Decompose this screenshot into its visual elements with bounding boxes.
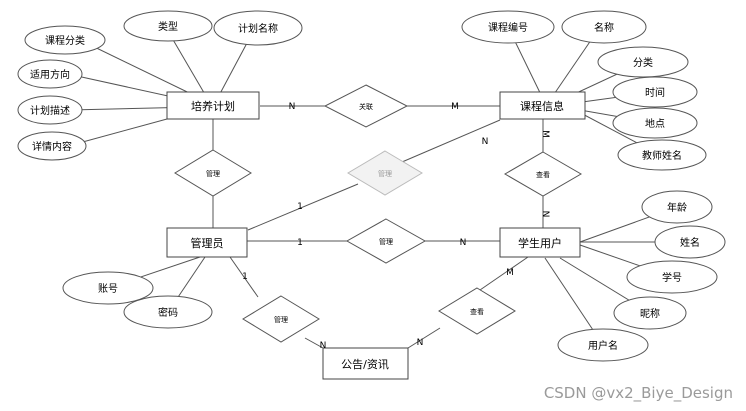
svg-text:学号: 学号 [662,271,682,284]
svg-text:计划描述: 计划描述 [30,104,70,117]
attribute-course-number: 课程编号 [461,10,555,44]
entity-admin: 管理员 [166,227,248,258]
relationship-plan-admin: 管理 [174,149,252,197]
svg-text:用户名: 用户名 [588,339,618,352]
cardinality-admin-notice-notice: N [320,341,327,351]
svg-text:管理: 管理 [206,169,220,178]
entity-plan-label: 培养计划 [191,99,235,113]
cardinality-course-student-course: M [540,130,550,138]
attribute-student-id: 学号 [626,260,718,294]
svg-text:适用方向: 适用方向 [30,68,70,81]
svg-text:课程分类: 课程分类 [45,34,85,47]
cardinality-admin-notice-admin: 1 [242,272,248,282]
svg-text:分类: 分类 [633,56,653,69]
attribute-course-category: 分类 [597,46,689,78]
cardinality-admin-student-admin: 1 [297,238,303,248]
attribute-plan-name: 计划名称 [213,10,303,46]
entity-admin-label: 管理员 [191,236,224,250]
attribute-student-age: 年龄 [641,190,713,224]
svg-text:关联: 关联 [359,102,373,111]
entity-student: 学生用户 [499,227,581,258]
entity-plan: 培养计划 [166,91,260,120]
attribute-course-time: 时间 [612,76,698,108]
attribute-student-name: 姓名 [654,225,726,259]
svg-text:密码: 密码 [158,306,178,319]
svg-text:时间: 时间 [645,86,665,99]
svg-text:管理: 管理 [274,315,288,324]
attribute-plan-details: 详情内容 [17,131,87,161]
cardinality-admin-student-student: N [460,238,467,248]
svg-text:昵称: 昵称 [640,307,660,320]
relationship-admin-course: 管理 [347,150,423,196]
entity-student-label: 学生用户 [518,236,562,250]
cardinality-student-notice-student: M [506,268,514,278]
cardinality-admin-course-course: N [482,137,489,147]
relationship-admin-student: 管理 [345,218,427,264]
entity-notice: 公告/资讯 [322,347,409,380]
attribute-plan-category: 课程分类 [24,25,106,55]
svg-text:计划名称: 计划名称 [238,22,278,35]
svg-text:年龄: 年龄 [667,201,687,214]
attribute-course-teacher: 教师姓名 [617,139,707,171]
cardinality-plan-course-plan: N [289,102,296,112]
svg-text:课程编号: 课程编号 [488,21,528,34]
cardinality-admin-course-admin: 1 [297,202,303,212]
attribute-plan-direction: 适用方向 [17,59,83,89]
svg-text:姓名: 姓名 [680,236,700,249]
svg-text:地点: 地点 [645,117,665,130]
entity-notice-label: 公告/资讯 [341,358,389,371]
attribute-student-username: 用户名 [557,328,649,362]
relationship-student-notice: 查看 [438,287,516,335]
cardinality-course-student-student: N [540,211,550,218]
entity-course-label: 课程信息 [520,99,564,113]
svg-text:管理: 管理 [378,169,392,178]
cardinality-student-notice-notice: N [417,338,424,348]
svg-text:管理: 管理 [379,237,393,246]
svg-text:教师姓名: 教师姓名 [642,149,682,162]
svg-text:类型: 类型 [158,20,178,33]
relationship-plan-course: 关联 [323,84,409,128]
attribute-plan-description: 计划描述 [17,95,83,125]
attribute-student-nickname: 昵称 [613,296,687,330]
watermark: CSDN @vx2_Biye_Design [544,384,733,403]
attribute-plan-type: 类型 [123,10,213,42]
cardinalities: N M 1 N M N 1 N 1 N M N [242,102,550,351]
cardinality-plan-course-course: M [451,102,459,112]
attribute-admin-account: 账号 [62,271,154,305]
relationship-course-student: 查看 [504,151,582,197]
attribute-admin-password: 密码 [123,295,213,329]
svg-text:账号: 账号 [98,283,118,295]
svg-text:查看: 查看 [536,170,550,179]
attribute-course-name: 名称 [561,10,647,44]
attribute-course-location: 地点 [612,107,698,139]
svg-text:查看: 查看 [470,307,484,316]
entity-course: 课程信息 [499,91,586,120]
svg-text:名称: 名称 [594,21,614,34]
relationship-admin-notice: 管理 [242,295,320,343]
svg-text:详情内容: 详情内容 [32,140,72,153]
